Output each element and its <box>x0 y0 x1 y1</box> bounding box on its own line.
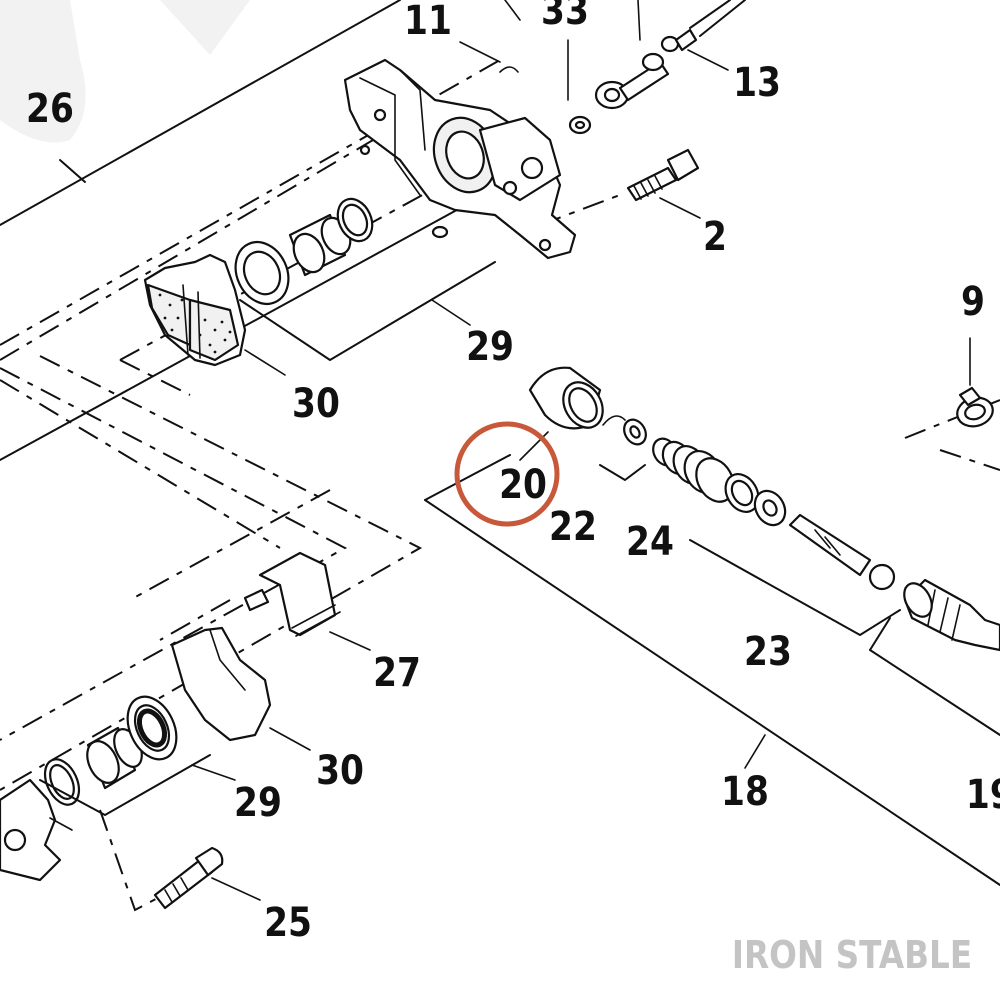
callout-22: 22 <box>549 502 597 549</box>
clip-11 <box>499 66 519 73</box>
highlight-circle <box>454 421 560 527</box>
bleeder-screw-25 <box>153 846 224 910</box>
caliper-housing-lower <box>0 778 73 882</box>
callout-19: 19 <box>966 770 1000 817</box>
callout-labels: 26 11 33 13 2 29 30 9 20 22 24 23 27 30 … <box>26 0 1000 946</box>
master-cylinder-piston-group <box>528 366 901 636</box>
callout-9: 9 <box>961 277 985 324</box>
callout-29-lower: 29 <box>234 778 282 825</box>
callout-11: 11 <box>404 0 452 44</box>
piston-seal-set-upper <box>234 197 496 361</box>
brake-pad-upper <box>143 253 247 367</box>
callout-24: 24 <box>626 517 674 564</box>
pad-clip-27 <box>243 551 341 637</box>
background-watermark-shape <box>0 0 250 143</box>
caliper-housing-upper <box>343 58 577 260</box>
callout-33: 33 <box>541 0 589 34</box>
callout-29-upper: 29 <box>466 322 514 369</box>
callout-18: 18 <box>721 767 769 814</box>
push-rod-assembly-19 <box>869 578 1000 736</box>
leader-lines <box>191 0 971 901</box>
callout-23: 23 <box>744 627 792 674</box>
piston-seal-set-lower <box>39 695 211 816</box>
callout-30-lower: 30 <box>316 746 364 793</box>
banjo-fitting <box>568 0 746 135</box>
hose-clamp-9 <box>956 386 994 428</box>
callout-27: 27 <box>373 648 421 695</box>
callout-25: 25 <box>264 898 312 945</box>
callout-13: 13 <box>733 58 781 105</box>
callout-20: 20 <box>499 460 547 507</box>
watermark-text: IRON STABLE <box>732 934 972 978</box>
callout-26: 26 <box>26 84 74 131</box>
bolt-part-2 <box>626 148 700 202</box>
callout-30-upper: 30 <box>292 379 340 426</box>
brake-pad-lower <box>170 626 272 742</box>
callout-2: 2 <box>703 212 727 259</box>
